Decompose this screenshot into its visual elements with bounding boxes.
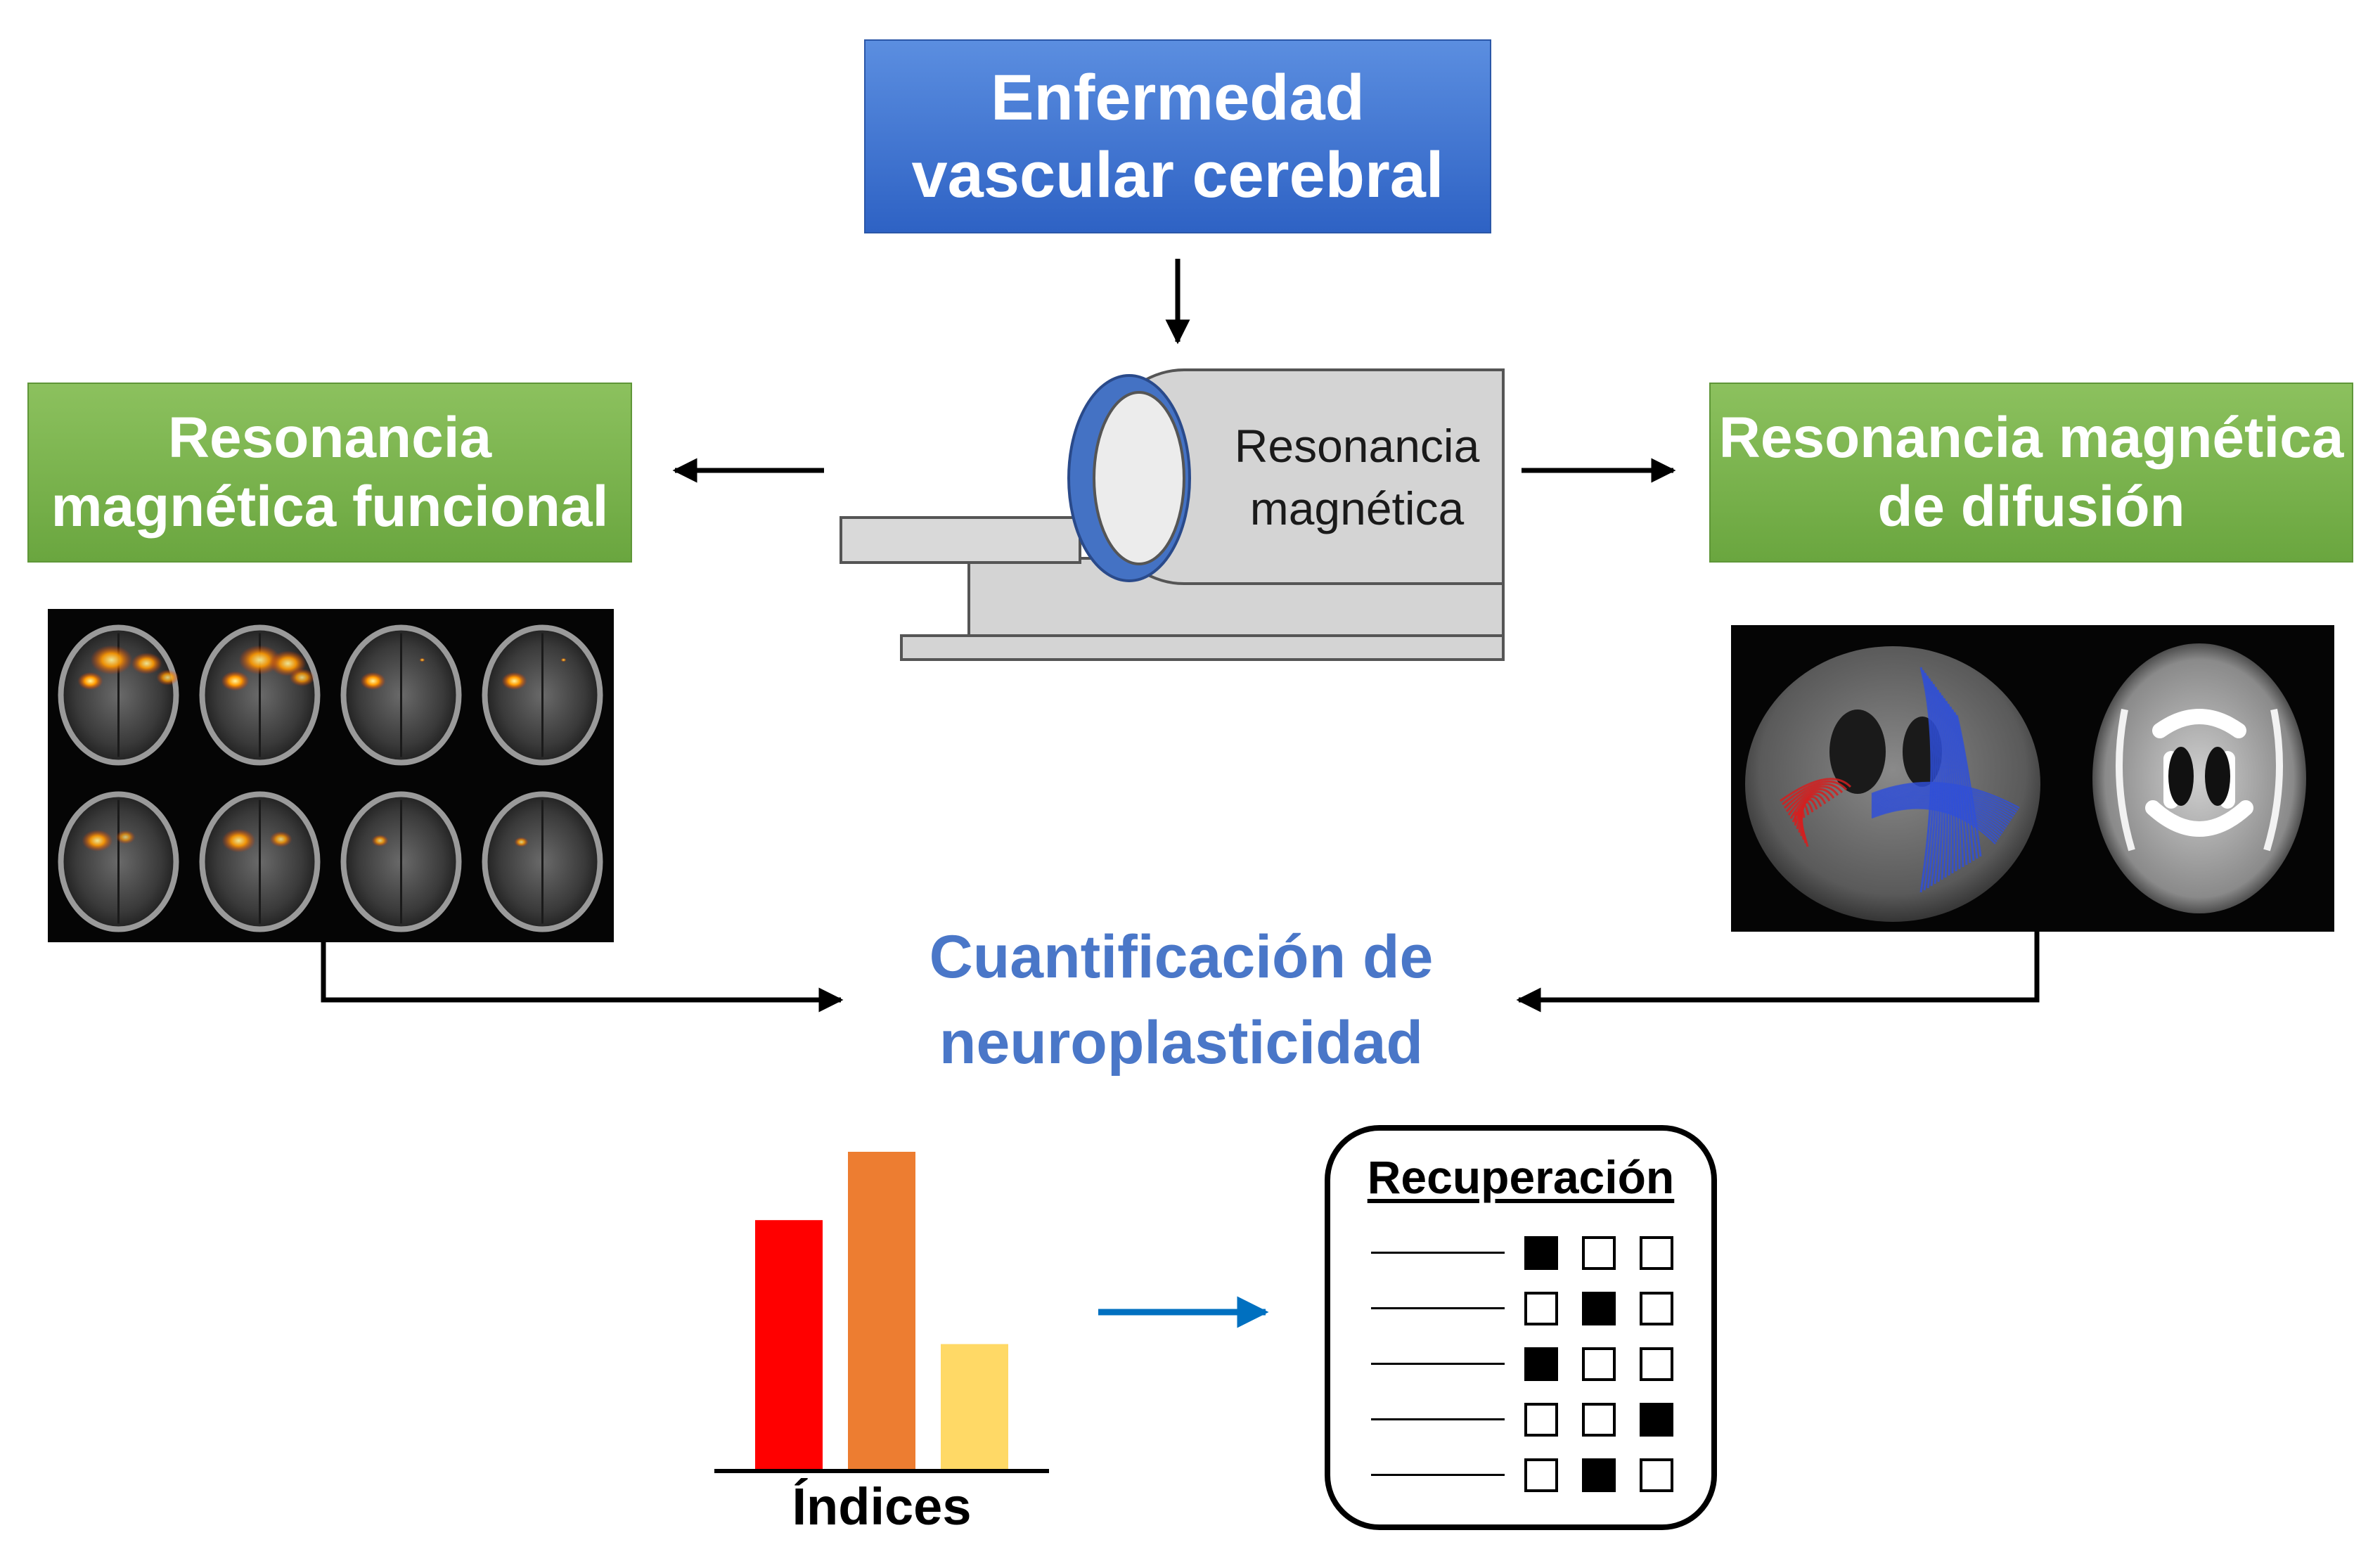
recovery-checkbox (1524, 1458, 1558, 1492)
indices-bar-2 (848, 1152, 915, 1470)
recovery-checkbox (1524, 1292, 1558, 1325)
fmri-slice (340, 791, 462, 932)
indices-bar-3 (941, 1344, 1008, 1470)
recovery-checkbox (1582, 1403, 1616, 1437)
dti-label: Resonancia magnética de difusión (1718, 405, 2344, 539)
fmri-slice (482, 791, 603, 932)
fmri-slice (482, 624, 603, 766)
quantification-label: Cuantificación de neuroplasticidad (929, 923, 1434, 1077)
recovery-checkbox (1582, 1347, 1616, 1381)
recovery-checkbox (1524, 1236, 1558, 1270)
recovery-row-line (1371, 1252, 1505, 1254)
mri-scanner (840, 368, 1505, 661)
fmri-slice (199, 791, 321, 932)
recovery-checkbox (1582, 1236, 1616, 1270)
recovery-checkbox (1524, 1403, 1558, 1437)
recovery-row-line (1371, 1474, 1505, 1476)
axial-fa-map (2092, 643, 2306, 913)
recovery-checkbox (1582, 1292, 1616, 1325)
fmri-slice (58, 624, 179, 766)
fmri-box: Resonancia magnética funcional (27, 383, 632, 563)
recovery-checkbox (1524, 1347, 1558, 1381)
indices-chart (755, 1152, 1008, 1470)
recovery-checkbox (1640, 1347, 1673, 1381)
dti-image (1731, 625, 2334, 932)
recovery-title: Recuperación (1367, 1151, 1675, 1203)
recovery-row-line (1371, 1363, 1505, 1365)
recovery-checkbox (1640, 1292, 1673, 1325)
fmri-slice (58, 791, 179, 932)
recovery-checkbox (1640, 1458, 1673, 1492)
disease-box: Enfermedad vascular cerebral (864, 39, 1491, 233)
arrow-dti-quant (1516, 930, 2040, 1013)
scanner-table (840, 516, 1081, 564)
fmri-slice (340, 624, 462, 766)
indices-label: Índices (792, 1477, 972, 1536)
indices-bar-1 (755, 1220, 823, 1470)
scanner-opening (1093, 391, 1185, 565)
recovery-row-line (1371, 1307, 1505, 1309)
disease-label: Enfermedad vascular cerebral (911, 61, 1444, 211)
fmri-image (48, 609, 614, 942)
recovery-card: Recuperación (1325, 1125, 1717, 1530)
recovery-checkbox (1640, 1403, 1673, 1437)
recovery-checkbox (1640, 1236, 1673, 1270)
fmri-label: Resonancia magnética funcional (51, 405, 609, 539)
recovery-checkbox (1582, 1458, 1616, 1492)
arrow-fmri-quant (321, 939, 844, 1013)
scanner-base (900, 634, 1505, 661)
fmri-slice (199, 624, 321, 766)
recovery-row-line (1371, 1418, 1505, 1420)
mri-label: Resonancia magnética (1234, 420, 1480, 535)
coronal-brain (1745, 646, 2040, 922)
dti-box: Resonancia magnética de difusión (1709, 383, 2353, 563)
